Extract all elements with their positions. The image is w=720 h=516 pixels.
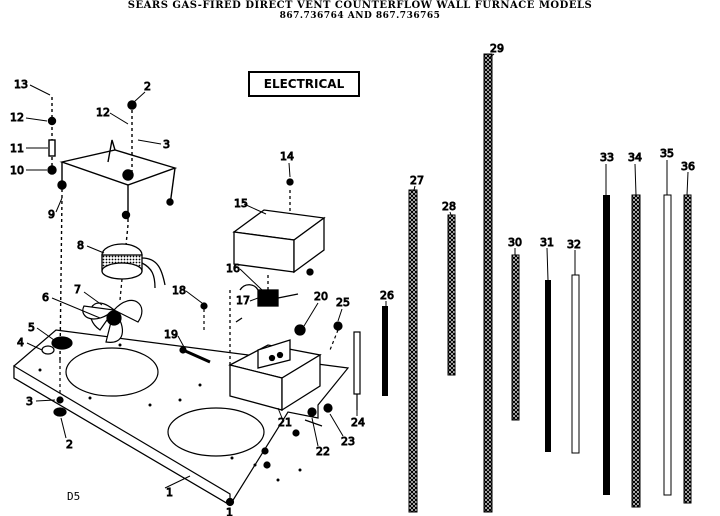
callout-2: 2 — [144, 80, 151, 93]
blower-motor — [101, 243, 166, 301]
wire-26 — [382, 306, 388, 396]
callout-3: 3 — [26, 395, 33, 408]
fan-blade — [82, 299, 143, 343]
callout-15: 15 — [234, 197, 248, 210]
diagram-id-label: D5 — [67, 490, 81, 503]
diagram-title-line-1: SEARS GAS-FIRED DIRECT VENT COUNTERFLOW … — [127, 0, 593, 11]
wire-36 — [683, 194, 692, 504]
wire-32 — [571, 274, 580, 454]
callout-14: 14 — [280, 150, 294, 163]
diagram-title-line-2: 867.736764 AND 867.736765 — [279, 11, 441, 21]
wire-35 — [663, 194, 672, 496]
callout-10: 10 — [10, 164, 24, 177]
callout-21: 21 — [278, 416, 292, 429]
callout-6: 6 — [42, 291, 49, 304]
callout-27: 27 — [410, 174, 424, 187]
callout-22: 22 — [316, 445, 330, 458]
callout-3: 3 — [163, 138, 170, 151]
callout-31: 31 — [540, 236, 554, 249]
callout-11: 11 — [10, 142, 24, 155]
callout-32: 32 — [567, 238, 581, 251]
callout-24: 24 — [351, 416, 365, 429]
callout-5: 5 — [28, 321, 35, 334]
callout-8: 8 — [77, 239, 84, 252]
callout-16: 16 — [226, 262, 240, 275]
callout-36: 36 — [681, 160, 695, 173]
callout-1: 1 — [166, 486, 173, 499]
callout-34: 34 — [628, 151, 642, 164]
wire-28 — [447, 214, 456, 376]
callout-20: 20 — [314, 290, 328, 303]
callout-26: 26 — [380, 289, 394, 302]
callout-18: 18 — [172, 284, 186, 297]
callout-33: 33 — [600, 151, 614, 164]
wire-29 — [483, 53, 493, 513]
small-fasteners — [41, 336, 73, 417]
callout-23: 23 — [341, 435, 355, 448]
callout-12: 12 — [96, 106, 110, 119]
wire-34 — [631, 194, 641, 508]
callout-28: 28 — [442, 200, 456, 213]
hardware-screws — [179, 302, 361, 427]
callout-12: 12 — [10, 111, 24, 124]
callout-30: 30 — [508, 236, 522, 249]
wire-27 — [408, 189, 418, 513]
callout-7: 7 — [74, 283, 81, 296]
callout-1: 1 — [226, 506, 233, 516]
callout-13: 13 — [14, 78, 28, 91]
callout-4: 4 — [17, 336, 24, 349]
callout-25: 25 — [336, 296, 350, 309]
callout-17: 17 — [236, 294, 250, 307]
control-box-assembly — [228, 178, 326, 412]
callout-9: 9 — [48, 208, 55, 221]
wire-30 — [511, 254, 520, 421]
callout-35: 35 — [660, 147, 674, 160]
mounting-bracket — [47, 97, 178, 361]
callout-29: 29 — [490, 42, 504, 55]
callout-19: 19 — [164, 328, 178, 341]
wire-31 — [545, 280, 551, 452]
wire-33 — [603, 195, 610, 495]
callout-2: 2 — [66, 438, 73, 451]
section-label-box: ELECTRICAL — [248, 71, 360, 97]
